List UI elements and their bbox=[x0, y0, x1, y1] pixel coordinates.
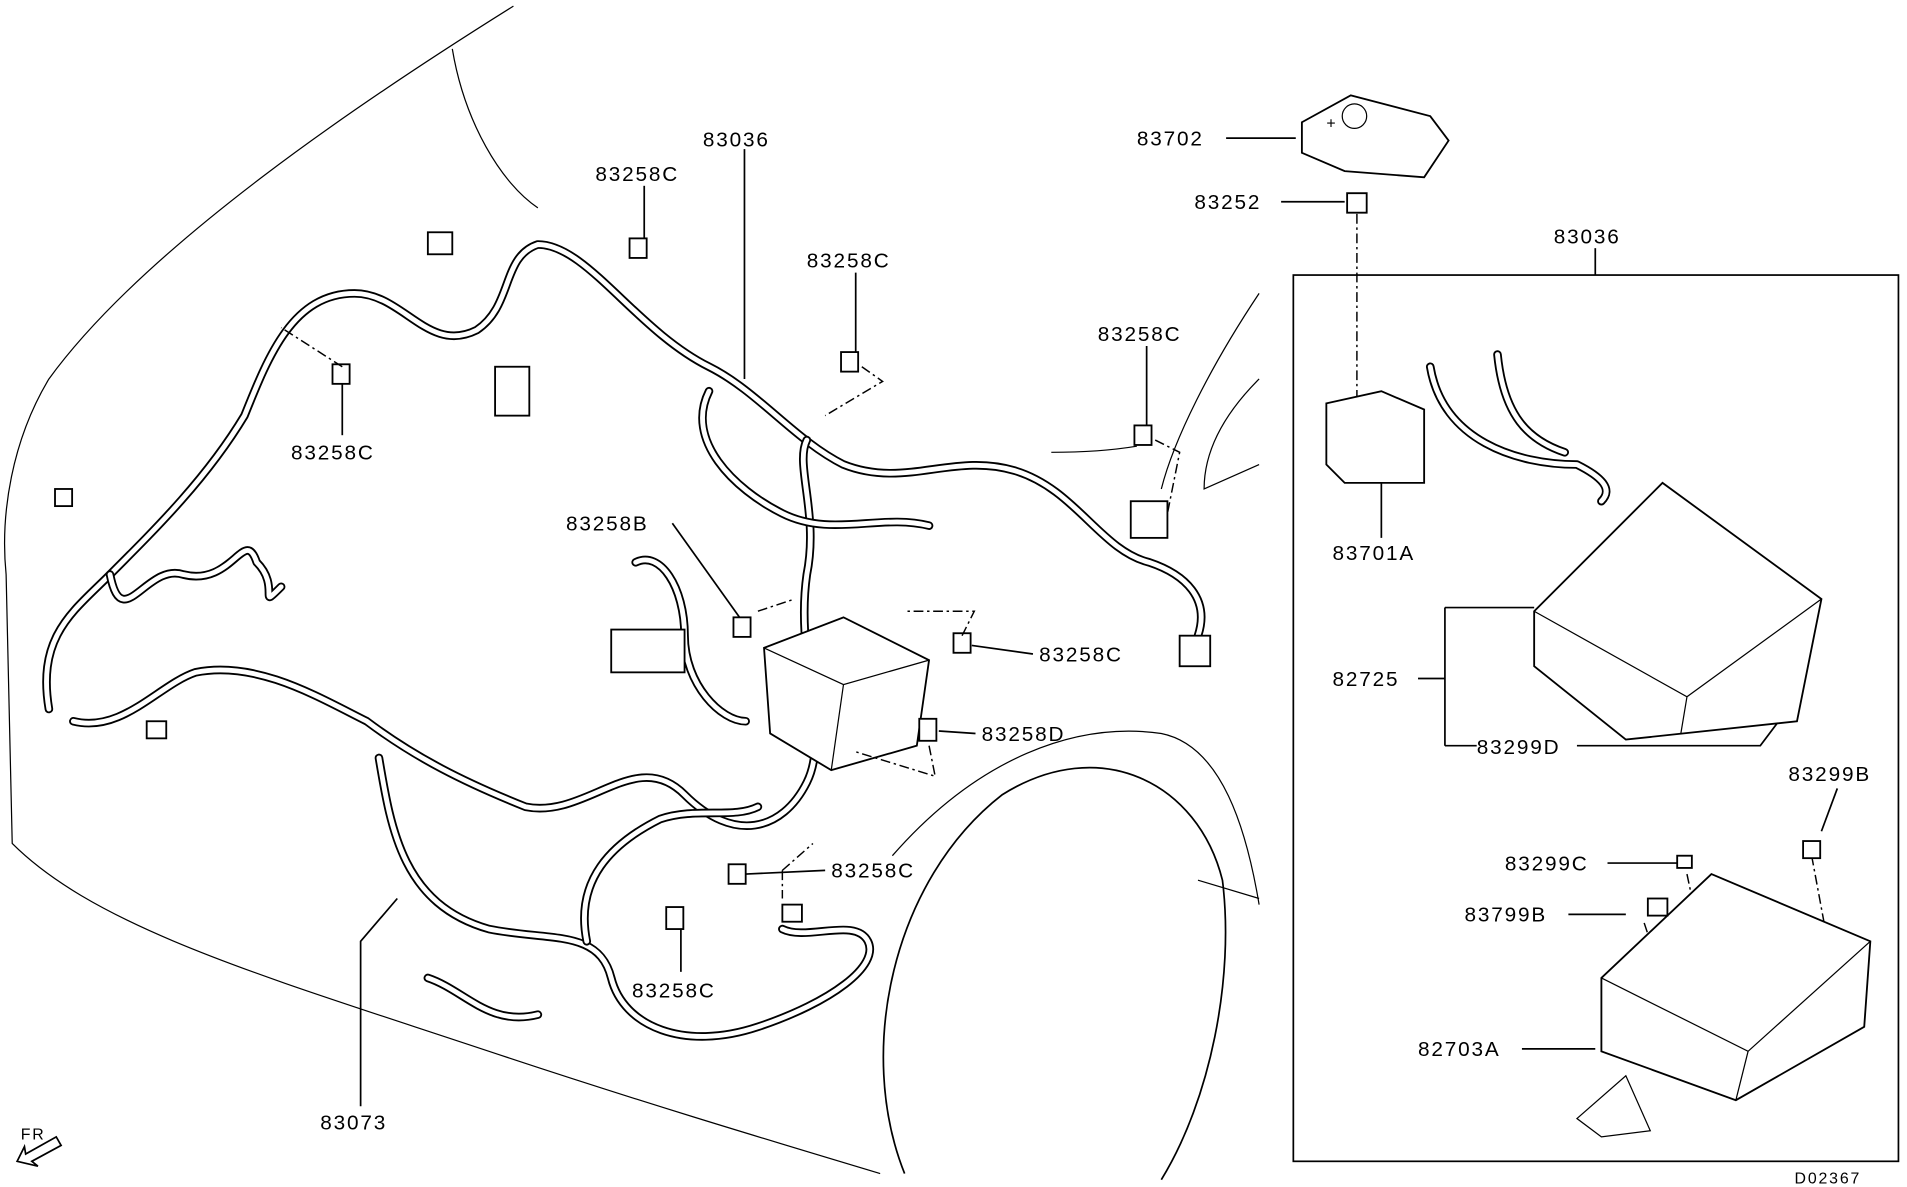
label-83702: 83702 bbox=[1137, 127, 1204, 150]
label-82725: 82725 bbox=[1332, 668, 1399, 691]
label-83258c-5: 83258C bbox=[1039, 643, 1123, 666]
label-83036-main: 83036 bbox=[703, 129, 770, 152]
label-83258c-7: 83258C bbox=[632, 980, 716, 1003]
bolt-icons bbox=[331, 237, 1153, 930]
label-83258c-2: 83258C bbox=[807, 250, 891, 273]
label-83036-inset: 83036 bbox=[1554, 225, 1621, 248]
fr-label: FR bbox=[21, 1126, 46, 1143]
label-83258c-1: 83258C bbox=[595, 163, 679, 186]
front-direction-indicator: FR bbox=[15, 1126, 63, 1168]
label-83258c-3: 83258C bbox=[291, 442, 375, 465]
label-83258d: 83258D bbox=[982, 723, 1066, 746]
label-83299b: 83299B bbox=[1788, 763, 1871, 786]
main-harness-drawing bbox=[42, 231, 1212, 1041]
leader-lines bbox=[280, 137, 1839, 1107]
inset-parts: + bbox=[1300, 94, 1872, 1138]
label-83701a: 83701A bbox=[1332, 542, 1415, 565]
label-83799b: 83799B bbox=[1464, 904, 1547, 927]
inset-frame bbox=[1292, 274, 1900, 1163]
label-83299d: 83299D bbox=[1477, 736, 1561, 759]
diagram-id: D02367 bbox=[1795, 1170, 1862, 1187]
svg-text:+: + bbox=[1326, 115, 1337, 132]
label-83258b: 83258B bbox=[566, 513, 649, 536]
label-83252: 83252 bbox=[1194, 191, 1261, 214]
label-83258c-6: 83258C bbox=[831, 860, 915, 883]
front-arrow-icon bbox=[15, 1135, 63, 1168]
label-83073: 83073 bbox=[320, 1112, 387, 1135]
part-labels: 83036 83258C 83258C 83258C 83258C 83258B… bbox=[291, 127, 1871, 1135]
vehicle-body-outline bbox=[4, 5, 1260, 1181]
label-82703a: 82703A bbox=[1418, 1038, 1501, 1061]
label-83258c-4: 83258C bbox=[1098, 323, 1182, 346]
label-83299c: 83299C bbox=[1505, 852, 1589, 875]
